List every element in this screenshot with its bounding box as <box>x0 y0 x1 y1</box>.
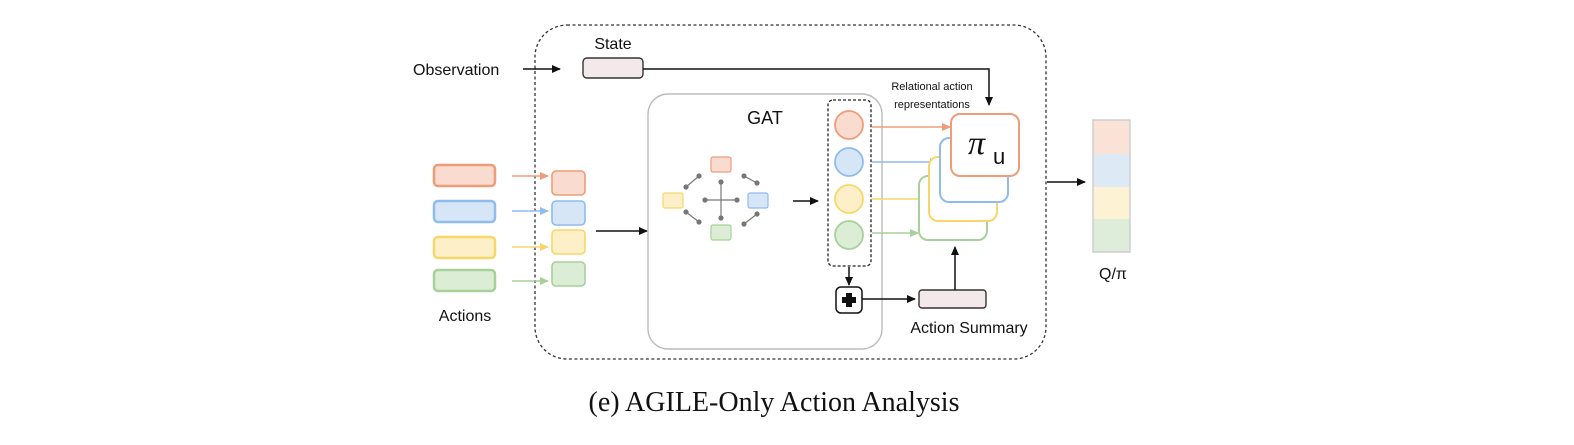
action-box-green <box>432 268 497 293</box>
state-box <box>582 57 644 79</box>
state-to-policy-arrow <box>643 68 993 106</box>
policy-symbol: π <box>968 125 986 162</box>
graph-node-green <box>710 224 732 241</box>
action-embeddings <box>551 170 586 287</box>
embedding-yellow <box>551 229 586 255</box>
policy-stack: π u <box>918 113 1020 241</box>
output-label: Q/π <box>1099 266 1127 283</box>
actions-label: Actions <box>439 308 491 325</box>
graph-node-blue <box>747 192 769 209</box>
figure-caption: (e) AGILE-Only Action Analysis <box>589 387 960 418</box>
graph-node-orange <box>710 156 732 173</box>
state-label: State <box>594 36 631 53</box>
agent-container <box>534 24 1047 360</box>
output-cell-yellow <box>1093 187 1130 219</box>
action-box-yellow <box>432 235 497 260</box>
action-box-orange <box>432 163 497 188</box>
representation-green <box>834 220 864 250</box>
graph-edges <box>683 173 760 227</box>
representation-orange <box>834 110 864 140</box>
embedding-green <box>551 261 586 287</box>
output-cell-green <box>1093 219 1130 252</box>
policy-card-orange <box>950 113 1020 177</box>
observation-label: Observation <box>413 62 499 79</box>
output-border <box>1092 119 1131 253</box>
relational-label-line2: representations <box>894 99 970 111</box>
embedding-blue <box>551 200 586 226</box>
gat-panel <box>647 93 883 350</box>
plus-icon <box>842 293 856 307</box>
representation-yellow <box>834 184 864 214</box>
output-cell-blue <box>1093 154 1130 187</box>
representation-blue <box>834 147 864 177</box>
relational-label-line1: Relational action <box>891 81 972 93</box>
output-distribution <box>1092 119 1131 253</box>
action-summary-label: Action Summary <box>910 320 1027 337</box>
gat-graph <box>662 156 769 241</box>
embedding-orange <box>551 170 586 196</box>
policy-subscript: u <box>993 144 1005 169</box>
graph-node-yellow <box>662 192 684 209</box>
gat-label: GAT <box>747 108 783 128</box>
action-inputs <box>432 163 497 293</box>
output-cell-orange <box>1093 120 1130 154</box>
action-summary-box <box>918 289 987 309</box>
action-box-blue <box>432 199 497 224</box>
